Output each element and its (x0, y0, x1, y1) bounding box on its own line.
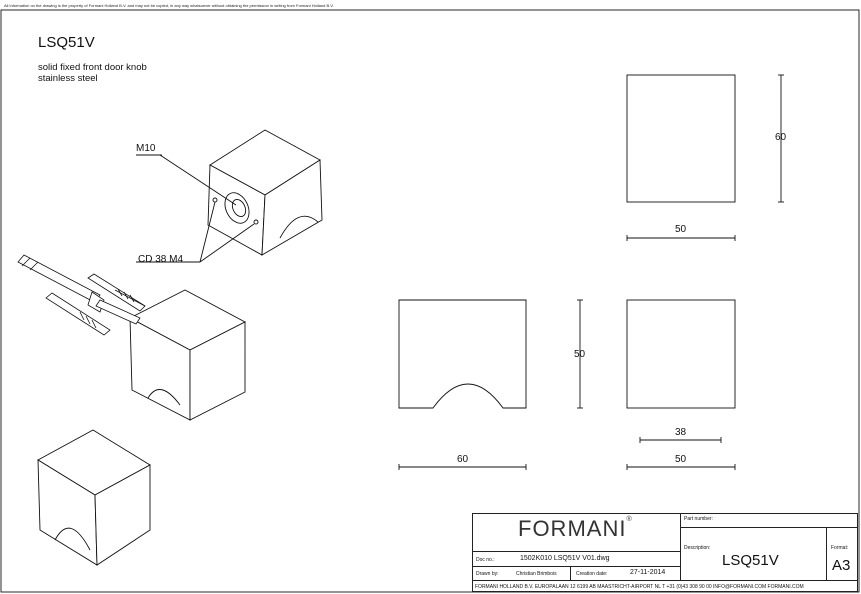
doc-no-value: 1502K010 LSQ51V V01.dwg (520, 555, 610, 562)
sheet-border (0, 9, 860, 593)
format-label: Format: (831, 545, 849, 551)
creation-date-label: Creation date: (576, 571, 608, 577)
logo-mark: ® (626, 516, 633, 523)
tb-divider-docno (472, 566, 680, 567)
formani-logo: FORMANI® (518, 516, 633, 542)
iso-cube-bottom (37, 429, 151, 566)
dim-hole-spacing: 38 (675, 427, 687, 438)
description-line-2: stainless steel (38, 73, 98, 84)
tb-divider-logo (472, 551, 680, 552)
tb-divider-drawn (570, 566, 571, 580)
tb-divider-part (681, 527, 858, 528)
format-value: A3 (832, 557, 851, 574)
dim-top-width: 50 (675, 224, 687, 235)
copyright-disclaimer: All information on the drawing is the pr… (4, 3, 334, 8)
product-description: solid fixed front door knob stainless st… (38, 62, 147, 84)
tb-divider-footer (472, 580, 858, 581)
creation-date-value: 27-11-2014 (630, 569, 666, 576)
side-view (626, 299, 736, 470)
dim-front-width: 60 (457, 454, 469, 465)
top-view (626, 74, 784, 241)
iso-cube-exploded (129, 289, 246, 421)
front-view (398, 299, 583, 470)
part-number-label: Part number: (684, 516, 713, 522)
tb-divider-main (680, 513, 681, 580)
description-label: Description: (684, 545, 711, 551)
logo-text: FORMANI (518, 516, 627, 541)
screw-upper (87, 273, 146, 312)
drawn-by-label: Drawn by: (476, 571, 499, 577)
thread-callout: M10 (136, 143, 156, 154)
description-line-1: solid fixed front door knob (38, 62, 147, 73)
title-block (472, 513, 858, 592)
spindle (17, 254, 141, 325)
tb-divider-format (826, 528, 827, 580)
company-footer: FORMANI HOLLAND B.V. EUROPALAAN 12 6199 … (475, 584, 804, 590)
screw-lower (45, 292, 111, 336)
dim-top-height: 60 (775, 132, 787, 143)
drawn-by-value: Christian Brimbois (516, 571, 557, 577)
dim-front-height: 50 (574, 349, 586, 360)
holes-callout: CD 38 M4 (138, 254, 184, 265)
doc-no-label: Doc no.: (476, 557, 495, 563)
description-value: LSQ51V (722, 552, 779, 569)
dim-side-width: 50 (675, 454, 687, 465)
iso-cube-with-thread (136, 129, 323, 263)
drawing-title: LSQ51V (38, 34, 95, 51)
